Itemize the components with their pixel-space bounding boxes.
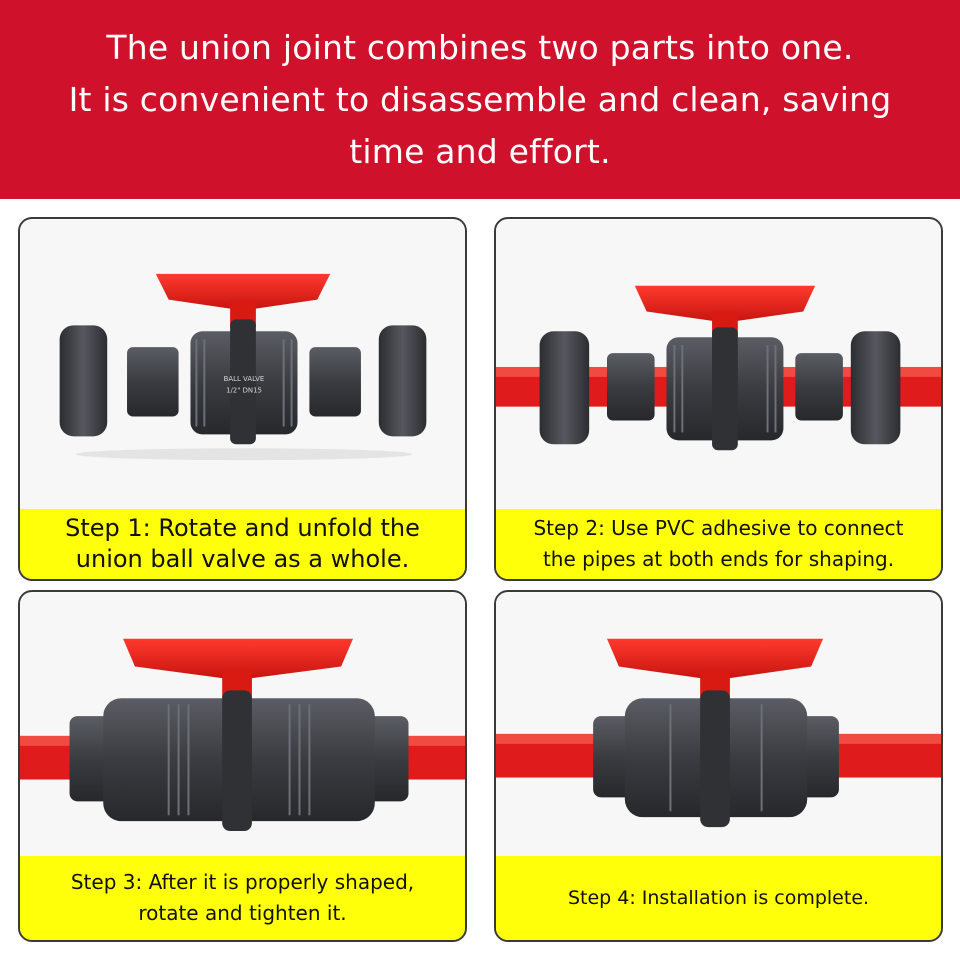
step-4-caption: Step 4: Installation is complete. (496, 856, 941, 940)
valve-installed-illustration (496, 593, 941, 859)
headline-line-2: It is convenient to disassemble and clea… (68, 79, 892, 119)
step-4-line-1: Step 4: Installation is complete. (567, 887, 870, 909)
step-2-panel: Step 2: Use PVC adhesive to connect the … (494, 217, 943, 581)
headline-line-3: time and effort. (349, 131, 611, 171)
step-2-photo (496, 219, 941, 511)
headline-banner: The union joint combines two parts into … (0, 0, 960, 199)
valve-disassembled-illustration: BALL VALVE 1/2" DN15 (20, 220, 465, 510)
headline-line-1: The union joint combines two parts into … (106, 27, 854, 67)
step-2-line-2: the pipes at both ends for shaping. (542, 547, 895, 571)
step-1-caption: Step 1: Rotate and unfold the union ball… (20, 509, 465, 579)
valve-with-pipes-illustration (496, 220, 941, 510)
step-2-caption: Step 2: Use PVC adhesive to connect the … (496, 509, 941, 579)
step-3-line-1: Step 3: After it is properly shaped, (70, 870, 415, 894)
valve-tightening-illustration (20, 593, 465, 859)
step-3-caption: Step 3: After it is properly shaped, rot… (20, 856, 465, 940)
step-1-line-2: union ball valve as a whole. (75, 545, 410, 573)
step-1-photo: BALL VALVE 1/2" DN15 (20, 219, 465, 511)
step-1-panel: BALL VALVE 1/2" DN15 Step 1: Rotate and … (18, 217, 467, 581)
valve-size-label: 1/2" DN15 (226, 387, 262, 395)
step-3-photo (20, 592, 465, 860)
step-2-line-1: Step 2: Use PVC adhesive to connect (533, 516, 904, 540)
step-3-line-2: rotate and tighten it. (138, 901, 347, 925)
step-4-photo (496, 592, 941, 860)
step-4-panel: Step 4: Installation is complete. (494, 590, 943, 942)
valve-label: BALL VALVE (224, 375, 265, 383)
step-3-panel: Step 3: After it is properly shaped, rot… (18, 590, 467, 942)
step-1-line-1: Step 1: Rotate and unfold the (65, 514, 420, 542)
